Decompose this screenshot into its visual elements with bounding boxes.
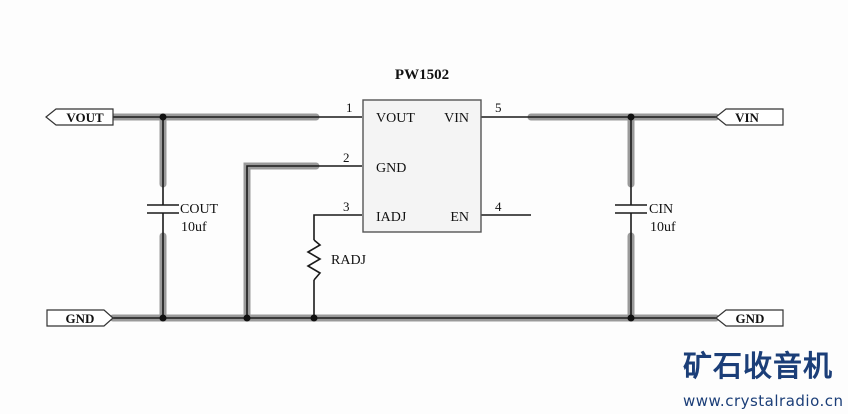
- radj-resistor: [306, 239, 322, 281]
- pin-name-vin: VIN: [444, 111, 469, 126]
- junction-dot: [159, 314, 167, 322]
- junction-dot: [159, 113, 167, 121]
- port-gnd-right[interactable]: GND: [715, 309, 784, 327]
- chip-name: PW1502: [395, 67, 449, 83]
- junction-dot: [627, 314, 635, 322]
- cout-capacitor: [147, 204, 179, 214]
- port-gnd-right-shape: [715, 309, 784, 327]
- port-gnd-left-shape: [46, 309, 114, 327]
- pin-number-5: 5: [495, 100, 502, 115]
- port-vout-shape: [45, 108, 114, 126]
- junction-dot: [243, 314, 251, 322]
- port-gnd-left-label: GND: [66, 311, 95, 326]
- cout-ref: COUT: [180, 202, 219, 217]
- wires: [113, 116, 716, 319]
- chip-body[interactable]: [362, 99, 482, 233]
- junction-dot: [310, 314, 318, 322]
- junctions: [159, 113, 635, 322]
- port-vin-label: VIN: [735, 110, 759, 125]
- gnd-pin-wire: [246, 165, 362, 318]
- pin-name-vout: VOUT: [376, 111, 415, 126]
- port-vout[interactable]: VOUT: [45, 108, 114, 126]
- pin-number-1: 1: [346, 100, 353, 115]
- gnd-pin-highlight: [243, 162, 320, 322]
- port-gnd-right-label: GND: [736, 311, 765, 326]
- port-vin[interactable]: VIN: [715, 108, 784, 126]
- radj-ref: RADJ: [331, 253, 367, 268]
- pin-name-gnd: GND: [376, 161, 406, 176]
- pin-number-4: 4: [495, 199, 502, 214]
- pin-number-2: 2: [343, 150, 350, 165]
- port-vin-shape: [715, 108, 784, 126]
- watermark-url: www.crystalradio.cn: [683, 392, 844, 410]
- pin-number-3: 3: [343, 199, 350, 214]
- cin-ref: CIN: [649, 202, 673, 217]
- pin-name-en: EN: [450, 210, 469, 225]
- pin-name-iadj: IADJ: [376, 210, 407, 225]
- port-vout-label: VOUT: [66, 110, 104, 125]
- iadj-wire: [313, 214, 362, 240]
- watermark-title: 矿石收音机: [683, 349, 834, 383]
- cin-capacitor: [615, 204, 647, 214]
- cout-value: 10uf: [181, 220, 207, 235]
- port-gnd-left[interactable]: GND: [46, 309, 114, 327]
- junction-dot: [627, 113, 635, 121]
- cin-value: 10uf: [650, 220, 676, 235]
